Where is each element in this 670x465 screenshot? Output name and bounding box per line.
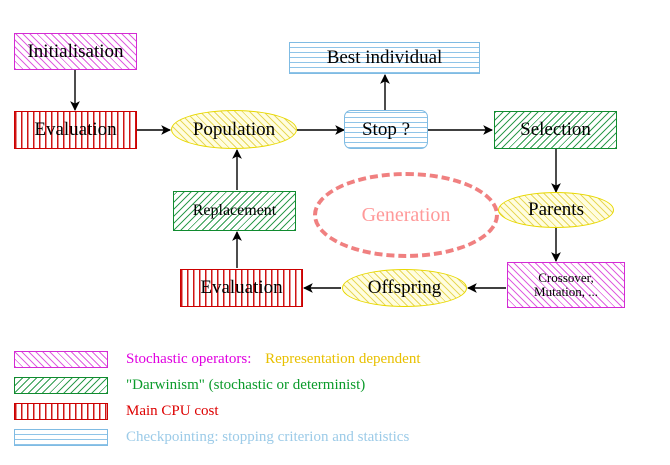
- legend-row-checkpointing: Checkpointing: stopping criterion and st…: [14, 429, 409, 446]
- node-initialisation[interactable]: Initialisation: [14, 33, 137, 70]
- legend-swatch-vertical-red: [14, 403, 108, 420]
- node-evaluation-top-label: Evaluation: [34, 119, 117, 141]
- legend-row-cpu-cost: Main CPU cost: [14, 403, 219, 420]
- legend-label-stochastic: Stochastic operators: Representation dep…: [126, 351, 421, 368]
- node-evaluation-bottom-label: Evaluation: [200, 277, 283, 299]
- legend-label-darwinism: "Darwinism" (stochastic or determinist): [126, 377, 366, 393]
- node-selection-label: Selection: [520, 119, 591, 141]
- node-selection[interactable]: Selection: [494, 111, 617, 149]
- node-best-individual[interactable]: Best individual: [289, 42, 480, 74]
- legend-swatch-horizontal-blue: [14, 429, 108, 446]
- legend-label-cpu-cost: Main CPU cost: [126, 403, 219, 419]
- generation-label: Generation: [361, 203, 451, 226]
- node-offspring-label: Offspring: [367, 277, 442, 299]
- legend-swatch-diagonal-green: [14, 377, 108, 394]
- node-parents-label: Parents: [528, 199, 584, 221]
- node-crossover-line2: Mutation, ...: [534, 284, 598, 299]
- node-stop[interactable]: Stop ?: [344, 110, 428, 149]
- generation-region: Generation: [313, 172, 499, 258]
- legend-label-stochastic-sub: Representation dependent: [265, 351, 421, 367]
- legend-row-stochastic: Stochastic operators: Representation dep…: [14, 351, 421, 368]
- node-offspring[interactable]: Offspring: [342, 269, 467, 307]
- legend-row-darwinism: "Darwinism" (stochastic or determinist): [14, 377, 365, 394]
- legend-label-checkpointing: Checkpointing: stopping criterion and st…: [126, 429, 410, 445]
- node-stop-label: Stop ?: [361, 118, 411, 140]
- node-evaluation-bottom[interactable]: Evaluation: [180, 269, 303, 307]
- node-population[interactable]: Population: [171, 110, 297, 149]
- node-replacement-label: Replacement: [192, 201, 277, 219]
- node-replacement[interactable]: Replacement: [173, 191, 296, 231]
- node-evaluation-top[interactable]: Evaluation: [14, 111, 137, 149]
- node-crossover-line1: Crossover,: [538, 270, 594, 286]
- node-population-label: Population: [192, 118, 276, 140]
- node-best-individual-label: Best individual: [326, 47, 443, 69]
- legend-swatch-diagonal-magenta: [14, 351, 108, 368]
- node-parents[interactable]: Parents: [498, 192, 614, 228]
- node-initialisation-label: Initialisation: [27, 40, 124, 62]
- legend-label-stochastic-main: Stochastic operators:: [126, 351, 252, 367]
